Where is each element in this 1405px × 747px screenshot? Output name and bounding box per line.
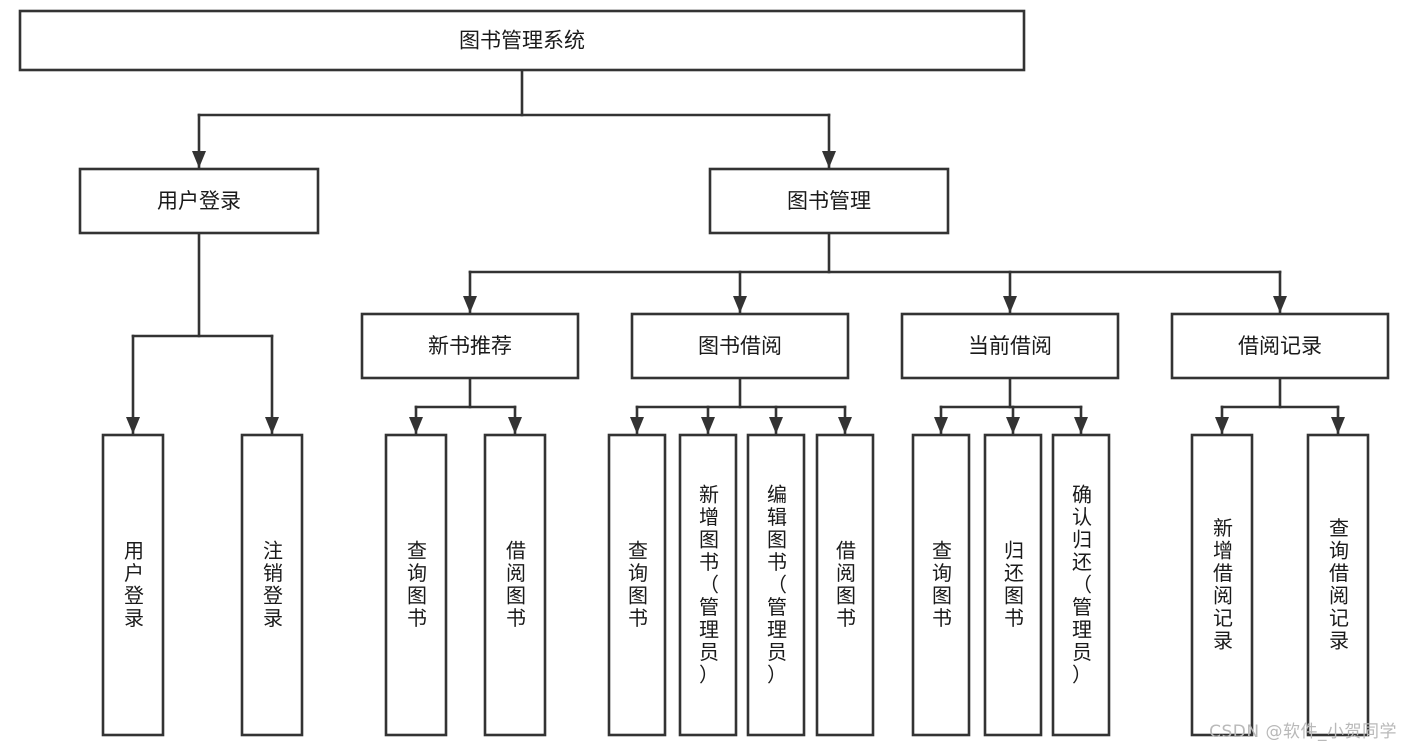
node-book-management[interactable]: 图书管理 (708, 167, 950, 235)
arrow-head-icon (822, 151, 836, 168)
node-leaf-add-book[interactable]: 新增图书（管理员） (678, 433, 738, 737)
node-label: 归还图书 (1004, 539, 1024, 631)
node-label: 查询借阅记录 (1329, 516, 1349, 653)
node-leaf-logout[interactable]: 注销登录 (240, 433, 304, 737)
arrow-head-icon (1215, 417, 1229, 434)
node-root-book-management-system[interactable]: 图书管理系统 (18, 9, 1026, 72)
node-rect[interactable] (815, 433, 875, 737)
arrow-head-icon (192, 151, 206, 168)
node-user-login[interactable]: 用户登录 (78, 167, 320, 235)
node-label: 新书推荐 (428, 334, 512, 358)
node-boxes: 图书管理系统用户登录图书管理新书推荐图书借阅当前借阅借阅记录用户登录注销登录查询… (18, 9, 1390, 737)
node-rect[interactable] (101, 433, 165, 737)
arrow-head-icon (630, 417, 644, 434)
node-label: 编辑图书（管理员） (767, 482, 787, 686)
node-label: 借阅记录 (1238, 334, 1322, 358)
node-leaf-confirm-return[interactable]: 确认归还（管理员） (1051, 433, 1111, 737)
node-leaf-borrow-book-2[interactable]: 借阅图书 (815, 433, 875, 737)
node-leaf-query-book-1[interactable]: 查询图书 (384, 433, 448, 737)
node-leaf-edit-book[interactable]: 编辑图书（管理员） (746, 433, 806, 737)
node-borrow-record[interactable]: 借阅记录 (1170, 312, 1390, 380)
node-rect[interactable] (1051, 433, 1111, 737)
node-rect[interactable] (630, 312, 850, 380)
arrow-head-icon (838, 417, 852, 434)
node-new-book-recommend[interactable]: 新书推荐 (360, 312, 580, 380)
node-leaf-borrow-book-1[interactable]: 借阅图书 (483, 433, 547, 737)
node-leaf-add-record[interactable]: 新增借阅记录 (1190, 433, 1254, 737)
arrow-head-icon (1074, 417, 1088, 434)
node-label: 图书管理系统 (459, 29, 585, 53)
node-current-borrow[interactable]: 当前借阅 (900, 312, 1120, 380)
arrow-head-icon (409, 417, 423, 434)
node-label: 查询图书 (628, 539, 648, 631)
node-label: 新增借阅记录 (1213, 516, 1233, 653)
arrow-head-icon (1331, 417, 1345, 434)
arrow-head-icon (265, 417, 279, 434)
node-book-borrow[interactable]: 图书借阅 (630, 312, 850, 380)
arrow-head-icon (508, 417, 522, 434)
node-leaf-user-login[interactable]: 用户登录 (101, 433, 165, 737)
node-leaf-return-book[interactable]: 归还图书 (983, 433, 1043, 737)
arrow-head-icon (1006, 417, 1020, 434)
node-rect[interactable] (1170, 312, 1390, 380)
node-rect[interactable] (983, 433, 1043, 737)
watermark-text: CSDN @软件_小贺同学 (1209, 722, 1397, 742)
arrow-head-icon (701, 417, 715, 434)
node-rect[interactable] (360, 312, 580, 380)
node-label: 借阅图书 (836, 539, 856, 631)
node-label: 借阅图书 (506, 539, 526, 631)
node-label: 图书管理 (787, 189, 871, 213)
node-label: 用户登录 (157, 189, 241, 213)
arrow-head-icon (769, 417, 783, 434)
node-rect[interactable] (678, 433, 738, 737)
node-label: 注销登录 (263, 539, 283, 631)
node-rect[interactable] (78, 167, 320, 235)
arrow-head-icon (463, 296, 477, 313)
node-rect[interactable] (1190, 433, 1254, 737)
node-label: 图书借阅 (698, 334, 782, 358)
node-rect[interactable] (483, 433, 547, 737)
node-rect[interactable] (384, 433, 448, 737)
connector-lines (126, 68, 1345, 435)
arrow-head-icon (733, 296, 747, 313)
node-leaf-query-book-3[interactable]: 查询图书 (911, 433, 971, 737)
node-leaf-query-record[interactable]: 查询借阅记录 (1306, 433, 1370, 737)
node-rect[interactable] (607, 433, 667, 737)
node-leaf-query-book-2[interactable]: 查询图书 (607, 433, 667, 737)
arrow-head-icon (934, 417, 948, 434)
node-label: 确认归还（管理员） (1072, 482, 1092, 686)
node-label: 当前借阅 (968, 334, 1052, 358)
node-label: 查询图书 (407, 539, 427, 631)
node-label: 新增图书（管理员） (699, 482, 719, 686)
node-rect[interactable] (240, 433, 304, 737)
node-rect[interactable] (746, 433, 806, 737)
arrow-head-icon (126, 417, 140, 434)
arrow-head-icon (1273, 296, 1287, 313)
node-rect[interactable] (18, 9, 1026, 72)
node-label: 用户登录 (124, 539, 144, 631)
arrow-head-icon (1003, 296, 1017, 313)
node-rect[interactable] (708, 167, 950, 235)
node-rect[interactable] (911, 433, 971, 737)
node-label: 查询图书 (932, 539, 952, 631)
node-rect[interactable] (1306, 433, 1370, 737)
node-rect[interactable] (900, 312, 1120, 380)
